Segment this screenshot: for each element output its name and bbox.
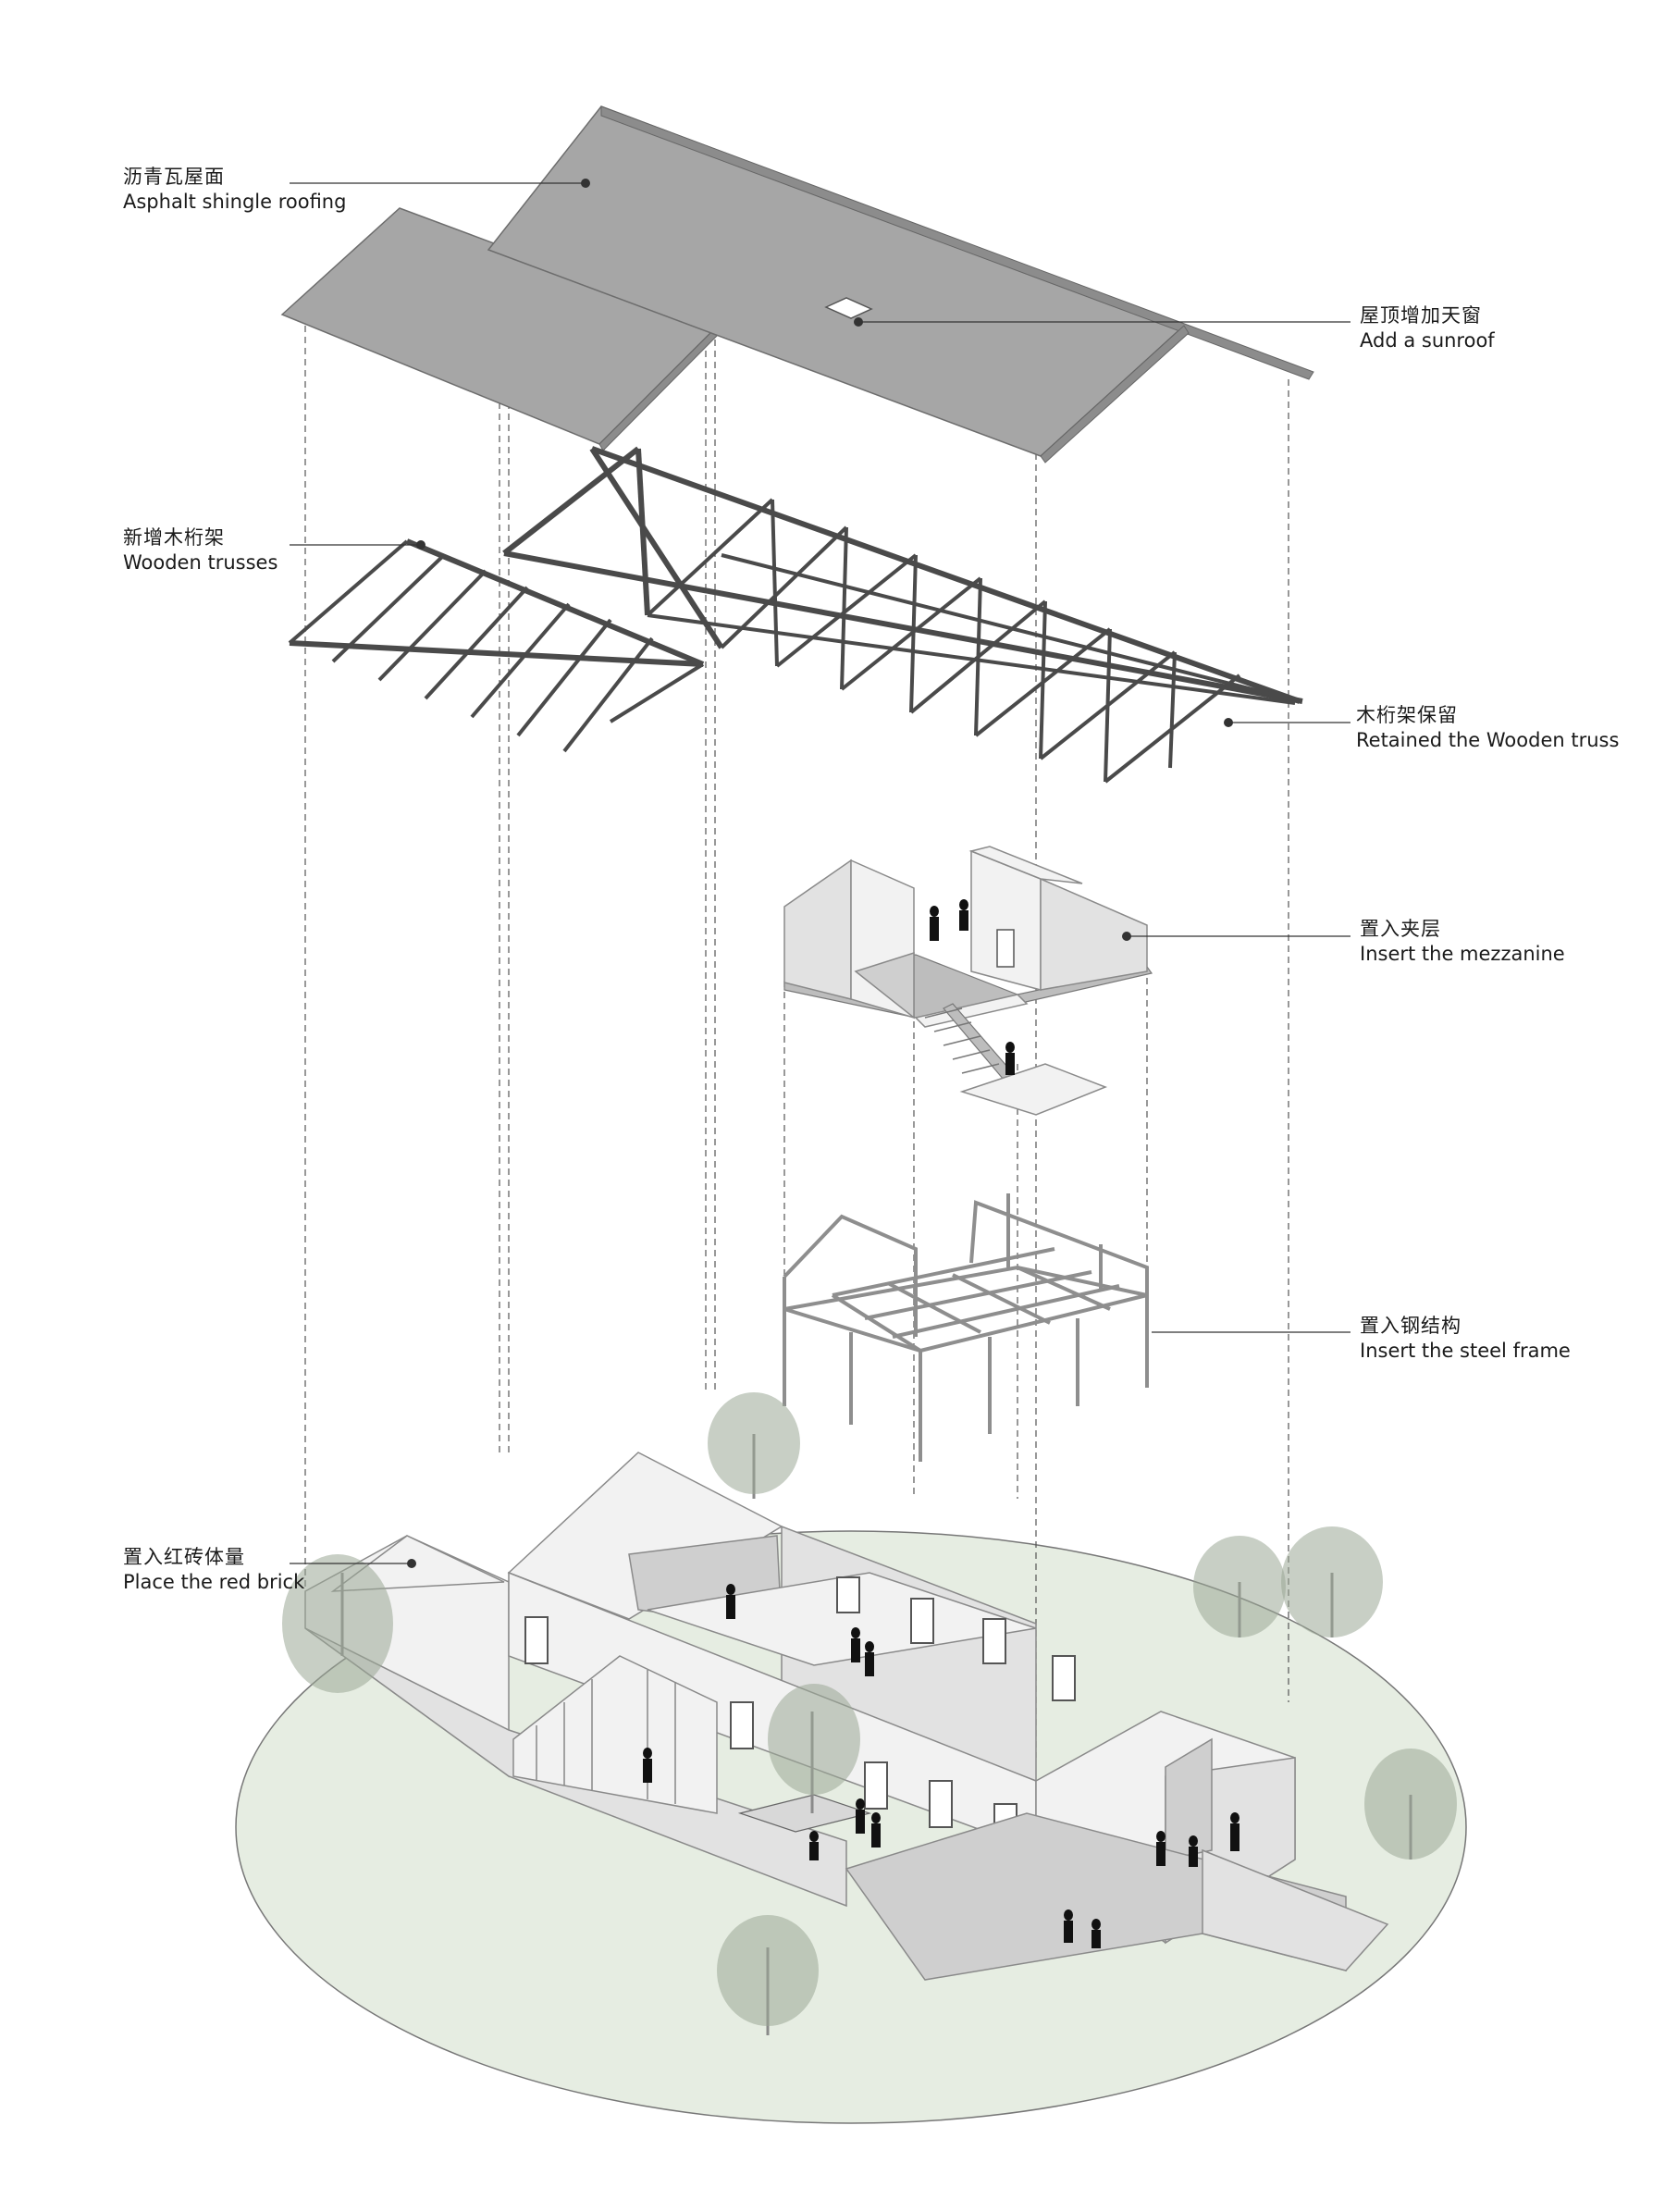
roof-layer	[280, 105, 1314, 463]
mezzanine-layer	[783, 846, 1153, 1116]
label-zh: 木桁架保留	[1356, 704, 1458, 726]
label-retained-truss: 木桁架保留 Retained the Wooden truss	[1356, 703, 1619, 754]
sunroof	[824, 297, 873, 319]
label-en: Wooden trusses	[123, 551, 278, 575]
label-wooden-trusses: 新增木桁架 Wooden trusses	[123, 525, 278, 576]
label-en: Asphalt shingle roofing	[123, 191, 347, 214]
truss-layer	[288, 446, 1303, 784]
windows	[524, 1576, 1076, 1851]
label-en: Insert the steel frame	[1360, 1340, 1571, 1363]
label-mezzanine: 置入夹层 Insert the mezzanine	[1360, 917, 1565, 968]
label-zh: 沥青瓦屋面	[123, 166, 225, 188]
label-zh: 置入红砖体量	[123, 1546, 245, 1568]
trees	[282, 1392, 1457, 2035]
leader-lines	[290, 179, 1350, 1568]
label-en: Add a sunroof	[1360, 329, 1495, 352]
label-en: Insert the mezzanine	[1360, 943, 1565, 966]
label-red-brick: 置入红砖体量 Place the red brick	[123, 1545, 304, 1596]
site-ground	[235, 1530, 1467, 2124]
label-zh: 新增木桁架	[123, 526, 225, 549]
label-asphalt-roofing: 沥青瓦屋面 Asphalt shingle roofing	[123, 165, 346, 216]
label-sunroof: 屋顶增加天窗 Add a sunroof	[1360, 303, 1495, 354]
label-zh: 置入钢结构	[1360, 1315, 1462, 1337]
label-en: Place the red brick	[123, 1571, 305, 1594]
steel-frame-layer	[783, 1193, 1149, 1462]
label-en: Retained the Wooden truss	[1356, 729, 1620, 752]
label-zh: 置入夹层	[1360, 918, 1441, 940]
label-steel-frame: 置入钢结构 Insert the steel frame	[1360, 1314, 1571, 1365]
label-zh: 屋顶增加天窗	[1360, 304, 1482, 327]
brick-volume-layer	[282, 1392, 1457, 2035]
